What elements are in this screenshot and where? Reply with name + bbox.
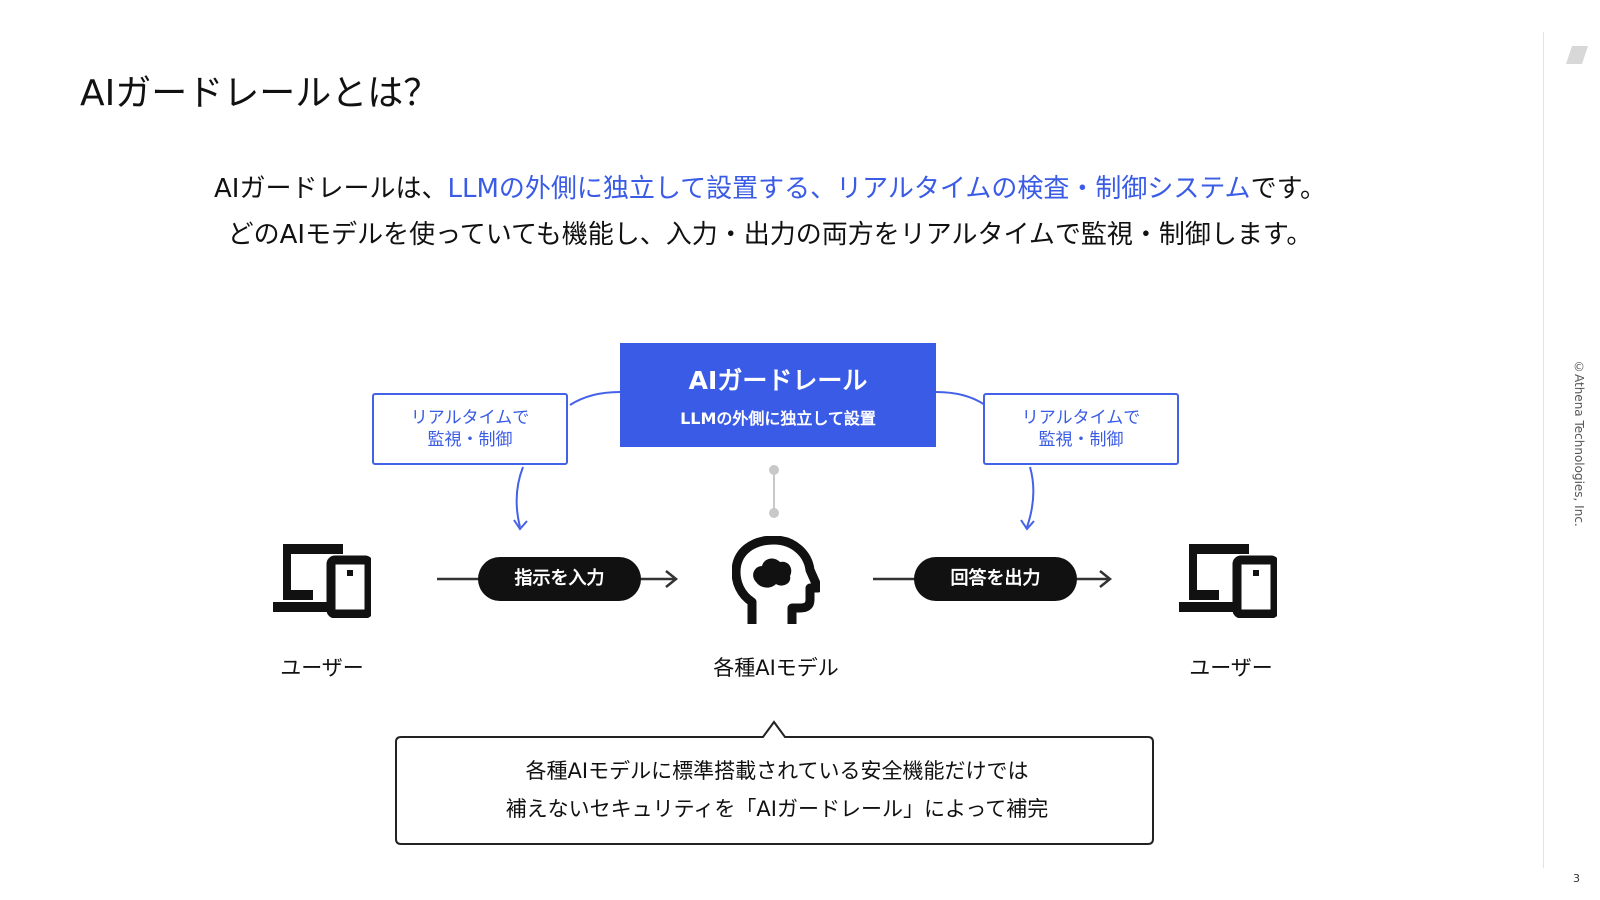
lead-line-1-pre: AIガードレールは、 — [214, 174, 448, 204]
copyright-text: ©Athena Technologies, Inc. — [1572, 360, 1586, 527]
arrow-right-icon — [1099, 570, 1113, 588]
callout-box — [395, 720, 1154, 845]
lead-line-1-post: です。 — [1250, 174, 1326, 204]
lead-line-1: AIガードレールは、LLMの外側に独立して設置する、リアルタイムの検査・制御シス… — [0, 168, 1540, 205]
user-right-label: ユーザー — [1189, 656, 1273, 680]
guardrail-title: AIガードレール — [688, 366, 868, 395]
connector-guard-right — [935, 391, 986, 406]
connector-guard-left — [569, 391, 621, 406]
input-pill: 指示を入力 — [478, 557, 641, 601]
arrow-right-icon — [665, 570, 679, 588]
monitor-right-line1: リアルタイムで — [1021, 408, 1141, 428]
brand-logo-icon — [1566, 46, 1588, 64]
output-pill: 回答を出力 — [914, 557, 1077, 601]
monitor-left-arrow — [515, 466, 524, 528]
guardrail-subtitle: LLMの外側に独立して設置 — [680, 409, 876, 428]
ai-model-label: 各種AIモデル — [713, 656, 839, 680]
device-icon — [273, 544, 371, 618]
monitor-right-line2: 監視・制御 — [1038, 430, 1124, 450]
lead-line-1-highlight: LLMの外側に独立して設置する、リアルタイムの検査・制御システム — [447, 174, 1251, 204]
monitor-left-line1: リアルタイムで — [410, 408, 530, 428]
user-left-label: ユーザー — [280, 656, 364, 680]
device-icon — [1179, 544, 1277, 618]
ai-head-icon — [732, 536, 820, 624]
monitor-box-right: リアルタイムで 監視・制御 — [983, 393, 1179, 465]
monitor-right-arrow — [1026, 466, 1035, 528]
callout-text: 各種AIモデルに標準搭載されている安全機能だけでは 補えないセキュリティを「AI… — [397, 752, 1157, 828]
page-number: 3 — [1573, 872, 1580, 885]
lead-line-2: どのAIモデルを使っていても機能し、入力・出力の両方をリアルタイムで監視・制御し… — [227, 220, 1313, 250]
page-title: AIガードレールとは？ — [80, 73, 440, 114]
callout-line-2: 補えないセキュリティを「AIガードレール」によって補完 — [505, 797, 1049, 821]
callout-line-1: 各種AIモデルに標準搭載されている安全機能だけでは — [525, 759, 1029, 783]
monitor-box-left: リアルタイムで 監視・制御 — [372, 393, 568, 465]
monitor-left-line2: 監視・制御 — [427, 430, 513, 450]
sidebar-divider — [1543, 32, 1544, 868]
guardrail-box: AIガードレール LLMの外側に独立して設置 — [620, 343, 936, 447]
